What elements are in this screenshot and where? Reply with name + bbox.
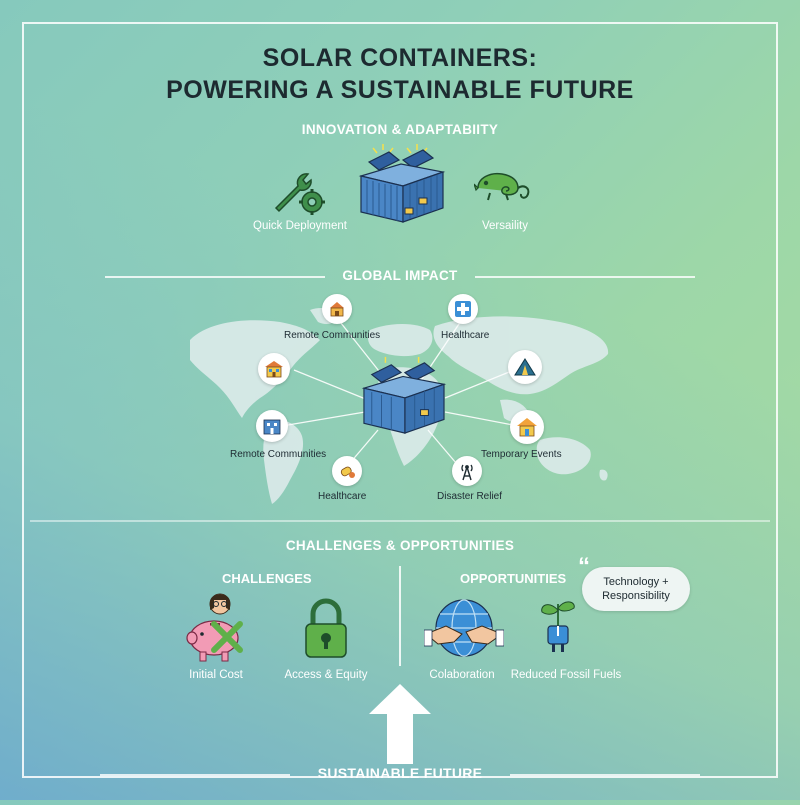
challenges-heading: CHALLENGES: [222, 571, 312, 586]
quote-bubble: Technology + Responsibility: [582, 567, 690, 611]
wrench-gear-icon: [270, 168, 330, 221]
footer-divider-right: [510, 774, 700, 776]
temporary-events-label: Temporary Events: [481, 449, 562, 460]
section-divider: [30, 520, 770, 522]
solar-container-icon: [355, 142, 447, 231]
innovation-heading: INNOVATION & ADAPTABIITY: [301, 122, 499, 137]
padlock-icon: [303, 598, 349, 665]
initial-cost-label: Initial Cost: [189, 669, 243, 681]
divider-right: [475, 276, 695, 278]
tent-icon: [508, 350, 542, 384]
footer-label: SUSTAINABLE FUTURE: [317, 765, 483, 781]
handshake-globe-icon: [423, 596, 505, 667]
versaility-label: Versaility: [481, 220, 529, 232]
home-icon: [510, 410, 544, 444]
first-aid-icon: [448, 294, 478, 324]
access-equity-label: Access & Equity: [284, 669, 368, 681]
antenna-icon: [452, 456, 482, 486]
quick-deployment-label: Quick Deployment: [253, 220, 347, 232]
challenges-opportunities-heading: CHALLENGES & OPPORTUNITIES: [285, 538, 515, 553]
piggy-bank-icon: [184, 590, 250, 669]
building-icon: [256, 410, 288, 442]
page-title-line2: POWERING A SUSTAINABLE FUTURE: [166, 76, 634, 104]
collaboration-label: Colaboration: [429, 669, 495, 681]
global-impact-heading: GLOBAL IMPACT: [342, 268, 458, 283]
footer-divider-left: [100, 774, 290, 776]
map-solar-container-icon: [358, 355, 448, 442]
healthcare-top-label: Healthcare: [441, 330, 490, 341]
arrow-up-icon: [369, 684, 431, 769]
house-icon: [322, 294, 352, 324]
school-icon: [258, 353, 290, 385]
plant-plug-icon: [538, 596, 578, 667]
opportunities-heading: OPPORTUNITIES: [460, 571, 567, 586]
remote-communities-left-label: Remote Communities: [230, 449, 327, 460]
column-divider: [399, 566, 401, 666]
disaster-relief-label: Disaster Relief: [437, 491, 503, 502]
quote-text: Technology + Responsibility: [602, 576, 670, 602]
chameleon-icon: [473, 166, 532, 211]
reduced-fossil-fuels-label: Reduced Fossil Fuels: [510, 669, 622, 681]
healthcare-bottom-label: Healthcare: [318, 491, 367, 502]
divider-left: [105, 276, 325, 278]
remote-communities-top-label: Remote Communities: [284, 330, 381, 341]
outer-frame: [22, 22, 778, 778]
medicine-icon: [332, 456, 362, 486]
page-title-line1: SOLAR CONTAINERS:: [262, 44, 538, 72]
